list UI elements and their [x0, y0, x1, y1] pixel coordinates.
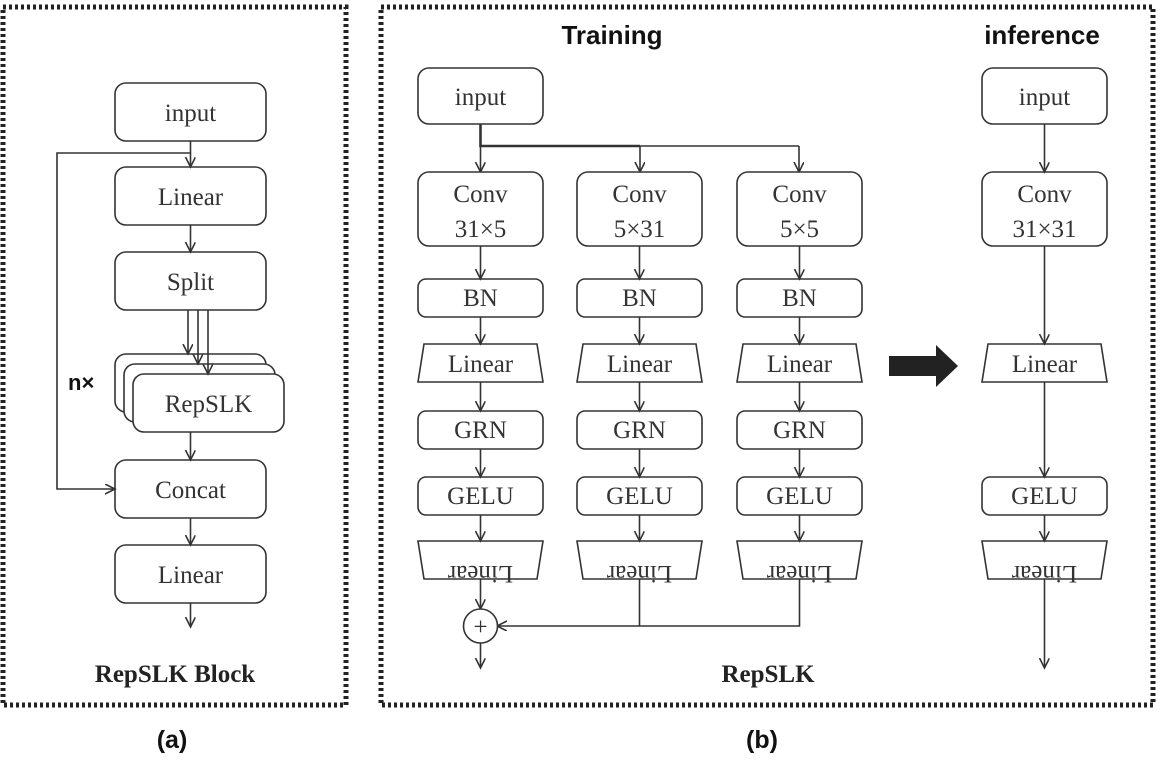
- branch-1-bn-label: BN: [463, 285, 498, 312]
- panel-a-wires: [56, 141, 208, 627]
- branch-1-grn-label: GRN: [454, 417, 507, 444]
- branch-1: Conv 31×5 BN Linear GRN GELU Linear: [417, 171, 544, 587]
- training-input-label: input: [455, 84, 506, 111]
- panel-a-split-label: Split: [167, 269, 214, 296]
- inference-title: inference: [984, 20, 1100, 50]
- panel-a-concat-label: Concat: [155, 477, 226, 504]
- panel-a-tag: (a): [157, 726, 188, 754]
- training-fanout-wires: [481, 124, 800, 172]
- branch-2-kernel-label: 5×31: [614, 216, 666, 243]
- branch-2-linear-in-label: Linear: [607, 351, 673, 378]
- branch-1-kernel-label: 31×5: [455, 216, 507, 243]
- panel-a-linear-label: Linear: [158, 184, 224, 211]
- panel-a-repslk-label: RepSLK: [165, 391, 253, 418]
- panel-a-split-node: Split: [114, 251, 267, 311]
- branch-1-conv-label: Conv: [453, 181, 508, 208]
- branch-3-conv-label: Conv: [772, 181, 827, 208]
- branch-1-gelu-label: GELU: [447, 483, 514, 510]
- branch-wires: [481, 246, 800, 668]
- branch-2-grn-label: GRN: [613, 417, 666, 444]
- sum-node: +: [462, 608, 499, 644]
- sum-symbol: +: [473, 614, 487, 641]
- branch-2-gelu-label: GELU: [606, 483, 673, 510]
- branch-2-conv-label: Conv: [612, 181, 667, 208]
- branch-2-bn-label: BN: [622, 285, 657, 312]
- branch-3-bn-label: BN: [782, 285, 817, 312]
- panel-a-linear-node: Linear: [114, 166, 267, 226]
- panel-a-repslk-stack: RepSLK: [114, 353, 285, 433]
- training-title: Training: [561, 20, 662, 50]
- panel-b-frame: [378, 4, 1156, 708]
- inference-linear-in-label: Linear: [1012, 351, 1078, 378]
- branch-3-linear-in-label: Linear: [767, 351, 833, 378]
- inference-kernel-label: 31×31: [1012, 216, 1076, 243]
- panel-a-input-node: input: [114, 82, 267, 142]
- branch-3-gelu-label: GELU: [766, 483, 833, 510]
- panel-b-tag: (b): [746, 726, 778, 754]
- panel-a-frame: [0, 4, 349, 708]
- training-input-node: input: [417, 67, 544, 125]
- inference-gelu-label: GELU: [1011, 483, 1078, 510]
- branch-3-grn-label: GRN: [773, 417, 826, 444]
- inference-input-label: input: [1019, 84, 1070, 111]
- branch-3-kernel-label: 5×5: [780, 216, 819, 243]
- panel-b-caption: RepSLK: [721, 661, 815, 688]
- branch-3: Conv 5×5 BN Linear GRN GELU Linear: [736, 171, 863, 587]
- inference-conv-label: Conv: [1017, 181, 1072, 208]
- panel-a-repeat-label: n×: [68, 370, 94, 395]
- panel-a-linear-out-label: Linear: [158, 562, 224, 589]
- panel-a-concat-node: Concat: [114, 459, 267, 519]
- reparameterize-arrow-icon: [889, 345, 958, 387]
- panel-a-linear-out-node: Linear: [114, 544, 267, 604]
- panel-a-input-label: input: [165, 100, 216, 127]
- panel-a-caption: RepSLK Block: [95, 661, 256, 688]
- inference-column: input Conv 31×31 Linear GELU Linear: [981, 67, 1108, 587]
- branch-1-linear-in-label: Linear: [448, 351, 514, 378]
